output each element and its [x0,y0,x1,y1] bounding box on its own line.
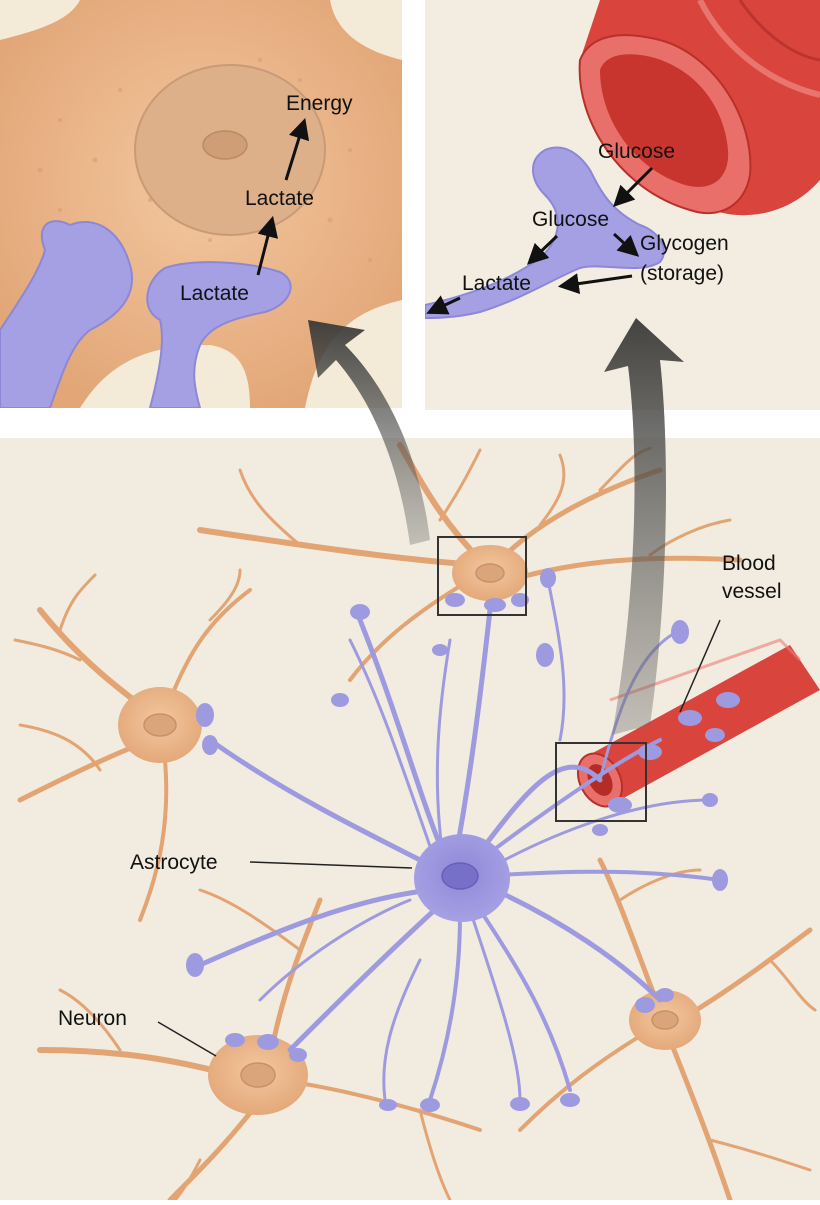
arrow-lactate-export [426,295,461,315]
leader-astrocyte [249,861,413,869]
arrow-glucose-to-glycogen [612,232,640,257]
label-storage: (storage) [640,262,724,285]
arrow-lactate-to-lactate [256,215,279,276]
label-glucose-astrocyte: Glucose [532,208,609,231]
label-neuron: Neuron [58,1007,127,1030]
zoom-box-neuron [437,536,527,616]
label-glycogen: Glycogen [640,232,729,255]
label-vessel: vessel [722,580,782,603]
label-lactate-endfoot: Lactate [180,282,249,305]
arrow-glucose-uptake [613,166,654,207]
arrow-glucose-to-lactate [526,234,559,265]
label-glucose-blood: Glucose [598,140,675,163]
tissue-overview-panel: Blood vessel Astrocyte Neuron [0,438,820,1200]
leader-neuron [157,1021,217,1057]
label-astrocyte: Astrocyte [130,851,218,874]
label-energy: Energy [286,92,353,115]
nucleolus [202,130,248,160]
cytoplasm-speckles [37,58,372,262]
astrocyte-endfoot-left [0,220,133,408]
zoom-box-vessel [555,742,647,822]
astrocyte-endfeet [186,568,728,1112]
arrow-glycogen-to-lactate [557,273,633,295]
label-lactate-neuron: Lactate [245,187,314,210]
vessel-inset-panel: Glucose Glucose Glycogen (storage) Lacta… [425,0,820,410]
callout-arrow-to-neuron [308,320,430,545]
leader-blood-vessel [679,619,721,713]
astrocyte-endfoot-lactate [146,261,292,408]
label-blood: Blood [722,552,776,575]
callout-arrow-to-vessel [604,318,684,735]
astrocyte-processes [197,578,722,1102]
neuron-inset-panel: Energy Lactate Lactate [0,0,402,408]
blood-vessel [576,638,820,813]
astrocyte-nucleus [441,862,479,890]
label-lactate-astrocyte: Lactate [462,272,531,295]
arrow-lactate-to-energy [284,117,310,181]
